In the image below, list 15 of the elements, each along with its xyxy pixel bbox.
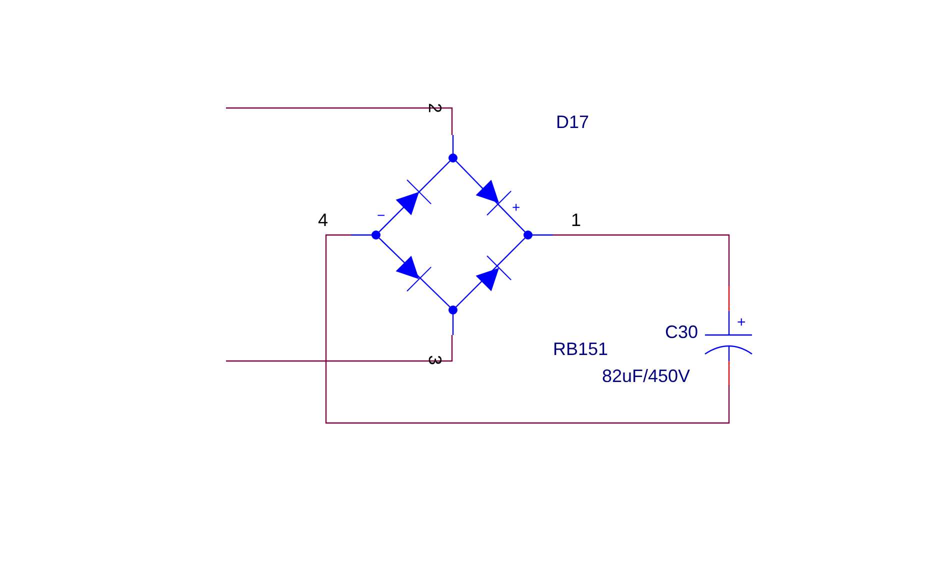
pin-number: 1 [571, 211, 582, 229]
pin-number: 4 [318, 211, 328, 229]
polarity-mark: + [512, 200, 520, 214]
wire [226, 107, 453, 135]
wire [226, 335, 453, 362]
component-value: 82uF/450V [602, 367, 690, 385]
component-label: C30 [665, 323, 698, 341]
component-label: D17 [556, 113, 590, 131]
pin-number: 2 [426, 103, 444, 113]
component-type: RB151 [553, 340, 608, 358]
wire [325, 234, 730, 424]
polarity-mark: − [377, 208, 386, 222]
wire [553, 234, 730, 286]
pin-number: 3 [426, 355, 444, 365]
polarity-mark: + [737, 315, 746, 330]
